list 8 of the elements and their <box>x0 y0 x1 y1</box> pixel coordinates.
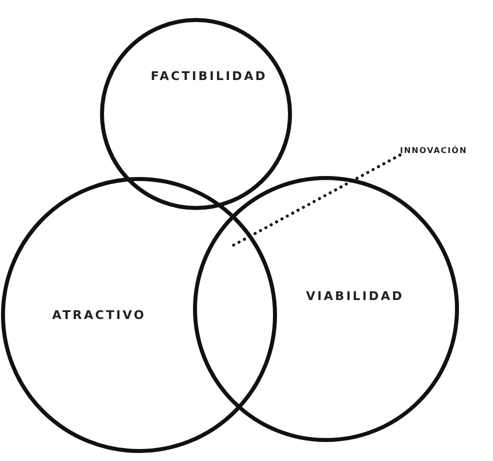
circle-label: VIABILIDAD <box>306 289 404 303</box>
leader-line <box>230 154 402 248</box>
circle-label: FACTIBILIDAD <box>150 69 268 83</box>
venn-circle <box>193 176 459 442</box>
callout-label: INNOVACIÓN <box>400 146 468 155</box>
venn-circle <box>1 177 277 453</box>
venn-circle <box>100 18 292 210</box>
circle-label: ATRACTIVO <box>52 308 146 322</box>
